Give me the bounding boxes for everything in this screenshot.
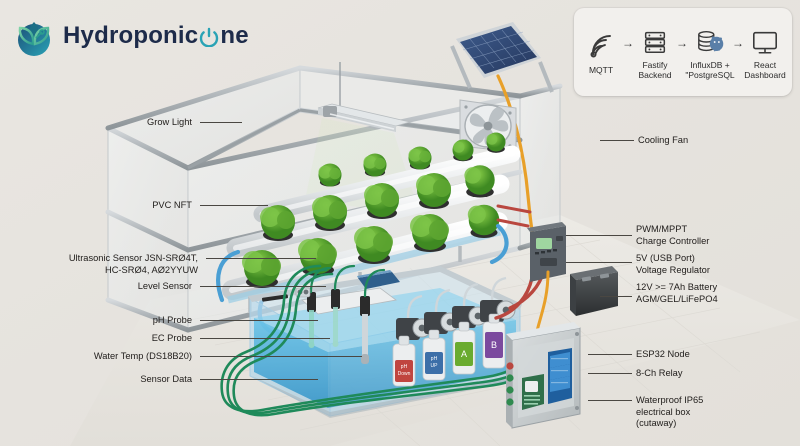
- relay-module-8ch: [548, 348, 572, 404]
- stack-item-fastify: Fastify Backend: [634, 24, 676, 81]
- ip65-electrical-box: [506, 322, 581, 429]
- monitor-screen-icon: [751, 24, 779, 56]
- svg-text:B: B: [491, 340, 497, 350]
- label-charge-controller: PWM/MPPT Charge Controller: [636, 224, 710, 246]
- database-cylinder-icon: [694, 24, 726, 56]
- leader-ip65-box: [588, 400, 632, 401]
- label-pvc-nft: PVC NFT: [152, 200, 192, 210]
- power-o-icon: [199, 26, 219, 48]
- svg-text:A: A: [461, 349, 467, 359]
- leader-esp32-node: [588, 354, 632, 355]
- stack-label-fastify: Fastify Backend: [638, 59, 672, 80]
- stack-arrow-2: →: [676, 36, 688, 50]
- label-level-sensor: Level Sensor: [137, 281, 192, 291]
- brand-name-part1: Hydroponic: [63, 22, 199, 49]
- label-sensor-data: Sensor Data: [140, 374, 192, 384]
- lettuce-plants: [242, 132, 506, 288]
- svg-text:pH: pH: [401, 364, 408, 370]
- battery-unit: [570, 266, 618, 316]
- leader-ec-probe: [200, 338, 330, 339]
- stack-label-databases: InfluxDB + "PostgreSQL: [685, 59, 735, 80]
- label-ec-probe: EC Probe: [151, 333, 192, 343]
- leaf-sprout-logo: [12, 14, 56, 58]
- solar-panel: [450, 22, 554, 93]
- leader-water-temp: [200, 356, 362, 357]
- leader-pvc-nft: [200, 205, 268, 206]
- dc-bus-cables: [496, 204, 532, 228]
- svg-text:UP: UP: [431, 363, 439, 369]
- stack-label-react: React Dashboard: [744, 59, 786, 80]
- label-water-temp: Water Temp (DS18B20): [93, 351, 192, 361]
- leader-voltage-regulator: [566, 262, 632, 263]
- leader-charge-controller: [566, 235, 632, 236]
- leader-ultrasonic-sensor: [206, 258, 316, 259]
- leader-grow-light: [200, 122, 242, 123]
- stack-item-mqtt: MQTT: [580, 29, 622, 76]
- label-esp32-node: ESP32 Node: [636, 349, 690, 359]
- brand-name: Hydroponic ne: [63, 22, 249, 50]
- cooling-fan-unit: [459, 99, 517, 153]
- sensor-data-cables: [220, 264, 532, 417]
- stack-item-databases: InfluxDB + "PostgreSQL: [685, 24, 735, 81]
- leader-relay-8ch: [588, 373, 632, 374]
- svg-text:Down: Down: [398, 371, 411, 377]
- label-cooling-fan: Cooling Fan: [638, 135, 689, 145]
- peristaltic-dosing-pumps: [396, 276, 516, 340]
- stack-label-mqtt: MQTT: [588, 64, 614, 75]
- wifi-signal-icon: [586, 29, 616, 61]
- brand-logo: Hydroponic ne: [12, 14, 249, 58]
- label-voltage-regulator: 5V (USB Port) Voltage Regulator: [636, 253, 710, 275]
- cable-glands: [506, 362, 514, 406]
- label-grow-light: Grow Light: [147, 117, 192, 127]
- brand-name-part2: ne: [220, 22, 249, 49]
- stack-arrow-3: →: [732, 36, 744, 50]
- sensor-probes: [295, 264, 397, 364]
- stack-item-react: React Dashboard: [744, 24, 786, 81]
- leader-sensor-data: [200, 379, 318, 380]
- tech-stack-panel: MQTT → Fastify Backend: [574, 8, 792, 96]
- svg-text:pH: pH: [431, 356, 438, 362]
- dosing-bottles: pH Down pH UP A: [392, 313, 506, 387]
- leader-level-sensor: [200, 286, 326, 287]
- label-ip65-box: Waterproof IP65 electrical box (cutaway): [636, 395, 704, 429]
- server-rack-icon: [641, 24, 669, 56]
- leader-battery: [600, 296, 632, 297]
- label-battery: 12V >= 7Ah Battery AGM/GEL/LiFePO4: [636, 282, 718, 304]
- leader-ph-probe: [200, 320, 318, 321]
- stack-arrow-1: →: [622, 36, 634, 50]
- label-ph-probe: pH Probe: [152, 315, 192, 325]
- label-relay-8ch: 8-Ch Relay: [636, 368, 683, 378]
- leader-cooling-fan: [600, 140, 634, 141]
- esp32-board: [522, 374, 544, 410]
- label-ultrasonic-sensor: Ultrasonic Sensor JSN-SRØ4T, HC-SRØ4, AØ…: [68, 253, 198, 275]
- postgresql-elephant-icon: [709, 36, 724, 52]
- reservoir-lid-fittings: [261, 270, 400, 302]
